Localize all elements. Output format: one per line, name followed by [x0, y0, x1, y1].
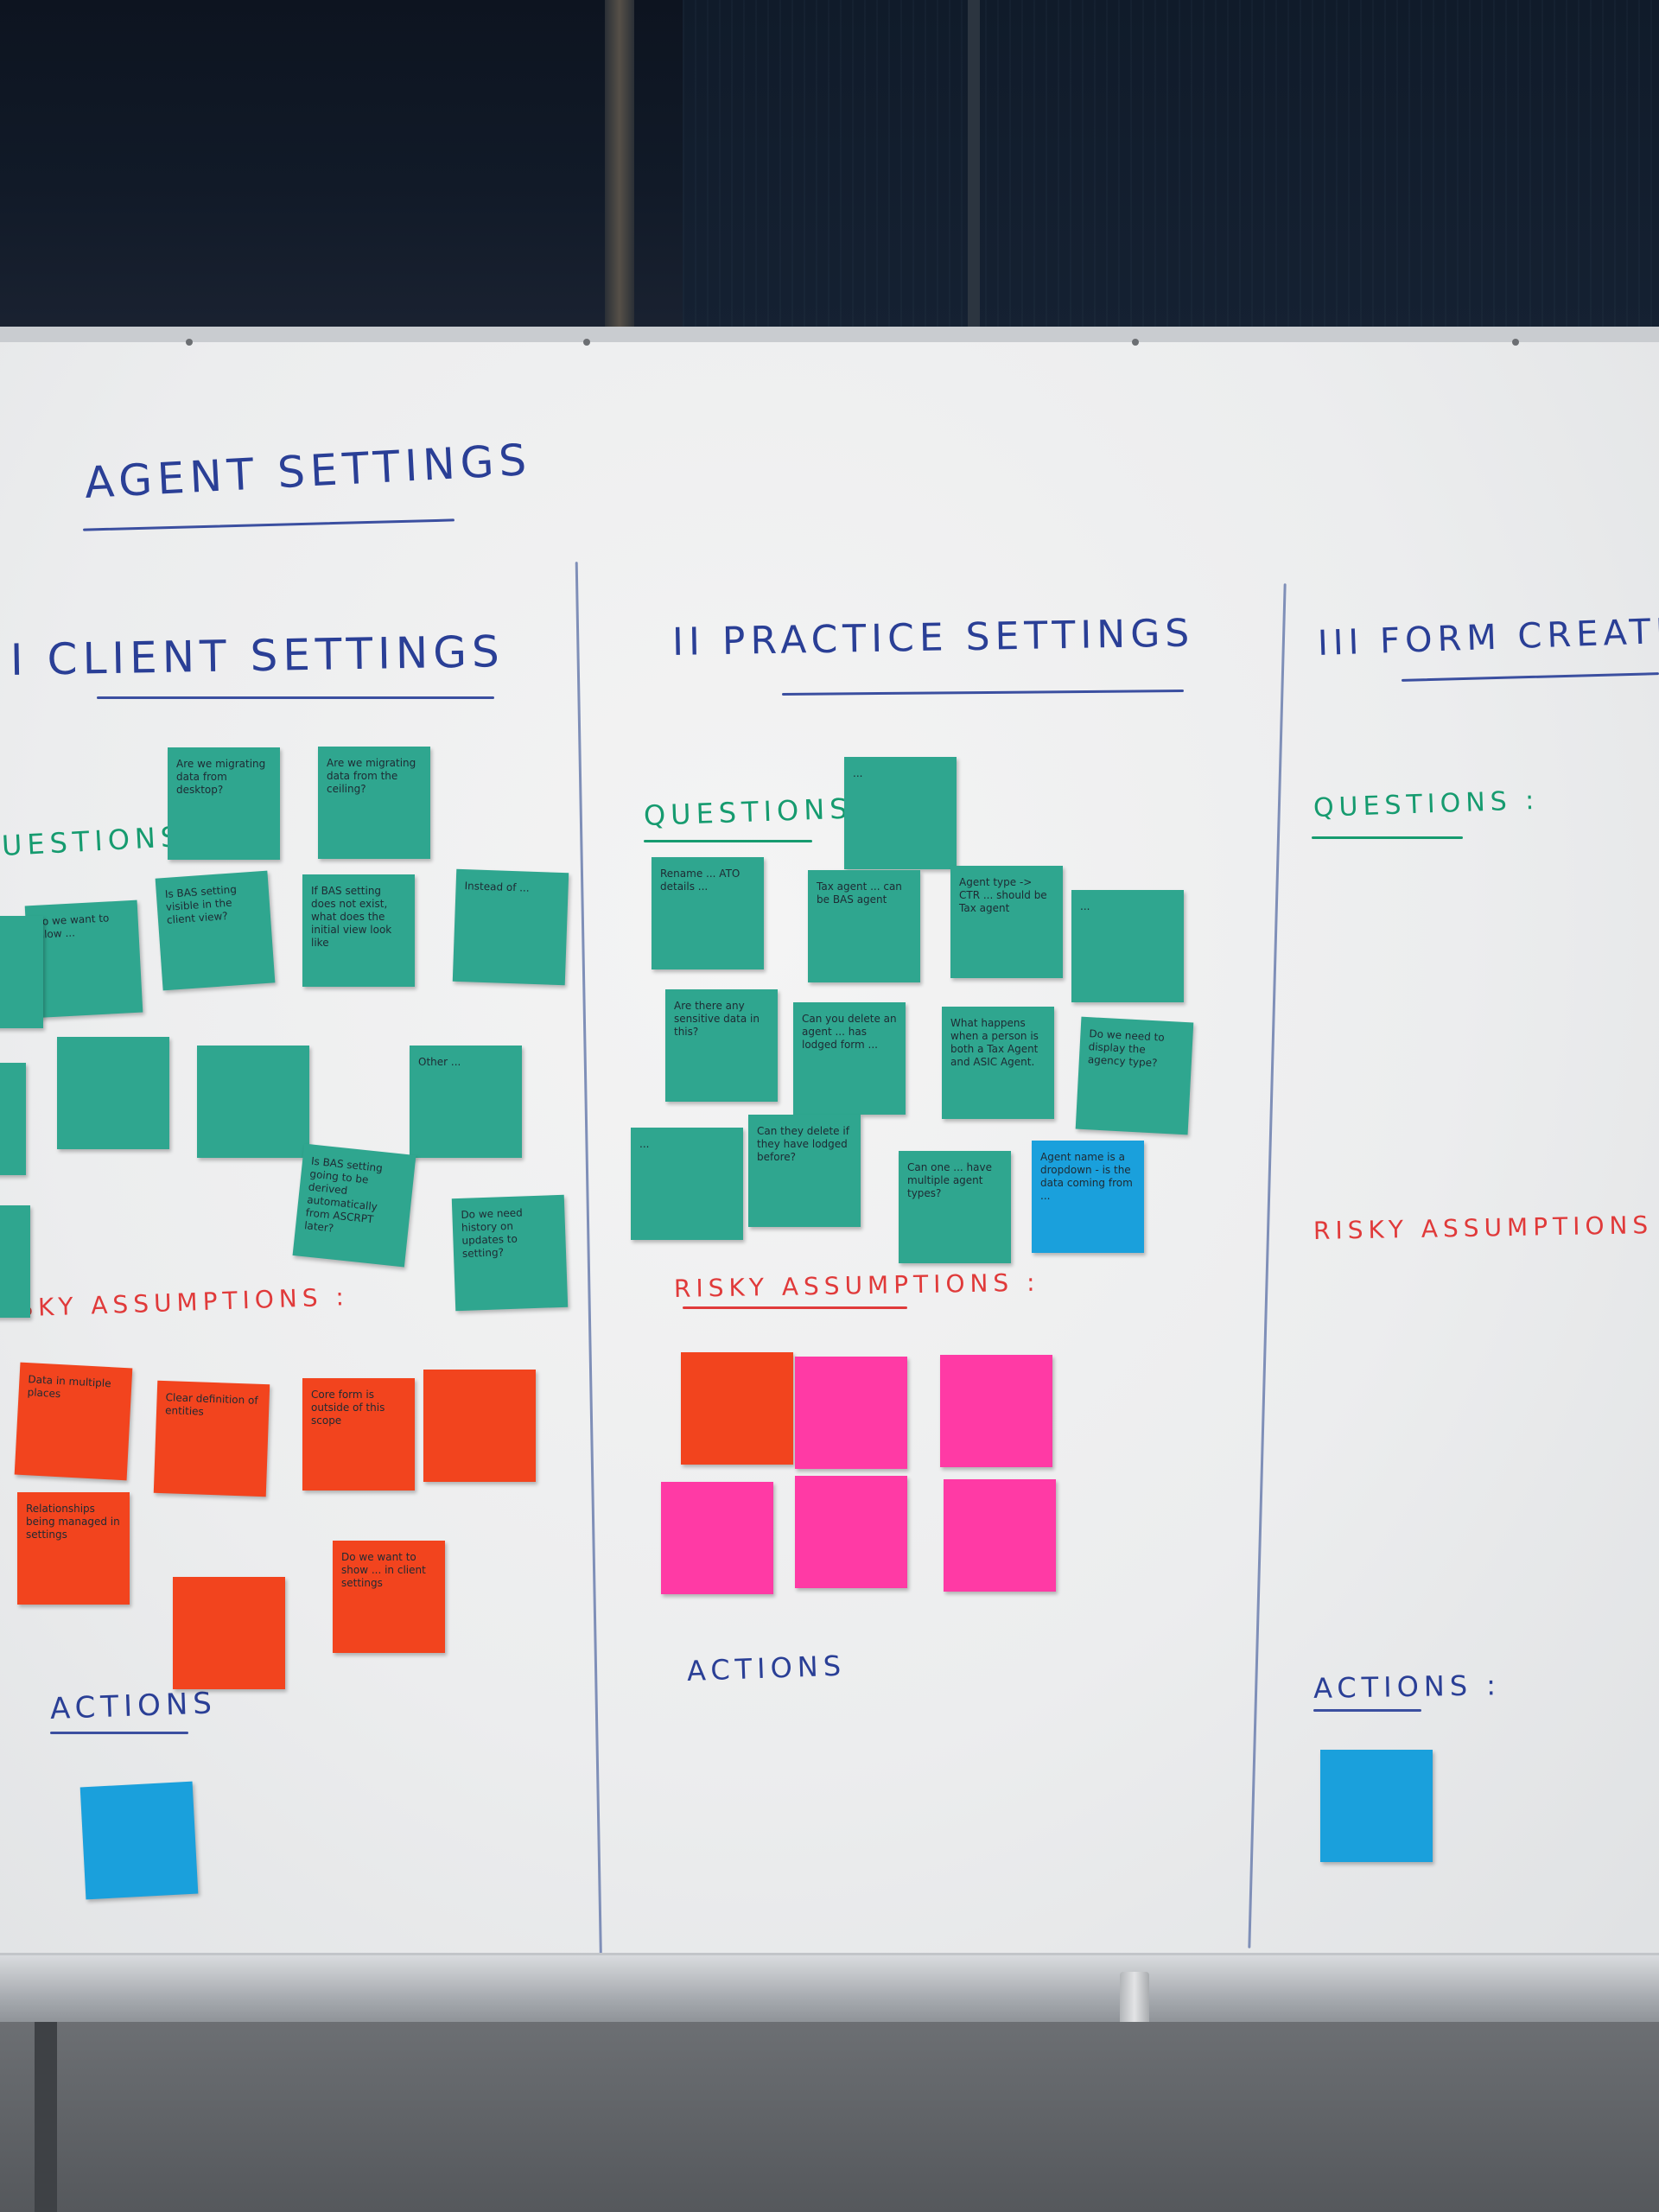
label-underline: [683, 1306, 907, 1309]
sticky-note: [944, 1479, 1056, 1592]
sticky-note: Instead of ...: [452, 868, 569, 986]
sticky-note: Is BAS setting going to be derived autom…: [292, 1143, 416, 1268]
stand-leg: [35, 2022, 57, 2212]
screw-icon: [186, 339, 193, 346]
sticky-note: [57, 1037, 169, 1149]
sticky-note: [795, 1357, 907, 1469]
sticky-note: Core form is outside of this scope: [302, 1378, 415, 1491]
sticky-note: ...: [844, 757, 957, 869]
form-risky-label: RISKY ASSUMPTIONS :: [1313, 1210, 1659, 1245]
sticky-note: Agent name is a dropdown - is the data c…: [1032, 1141, 1144, 1253]
sticky-note: Can they delete if they have lodged befo…: [748, 1115, 861, 1227]
label-underline: [1312, 836, 1463, 839]
sticky-note: Are there any sensitive data in this?: [665, 989, 778, 1102]
heading-underline: [97, 696, 494, 699]
sticky-note: Rename ... ATO details ...: [652, 857, 764, 969]
sticky-note: [795, 1476, 907, 1588]
sticky-note: [1320, 1750, 1433, 1862]
column-heading-practice: II PRACTICE SETTINGS: [671, 611, 1195, 664]
sticky-note: Do we want to show ... in client setting…: [333, 1541, 445, 1653]
sticky-note: Can one ... have multiple agent types?: [899, 1151, 1011, 1263]
label-underline: [1313, 1709, 1421, 1712]
sticky-note: [423, 1370, 536, 1482]
form-actions-label: ACTIONS :: [1313, 1669, 1502, 1705]
sticky-note: [79, 1781, 199, 1900]
sticky-note: [0, 1063, 26, 1175]
sticky-note: [0, 1205, 30, 1318]
label-underline: [50, 1732, 188, 1734]
window-blind: [683, 0, 1659, 337]
sticky-note: ...: [631, 1128, 743, 1240]
sticky-note: [681, 1352, 793, 1465]
sticky-note: [173, 1577, 285, 1689]
sticky-note: Are we migrating data from desktop?: [168, 747, 280, 860]
sticky-note: Is BAS setting visible in the client vie…: [155, 870, 276, 991]
sticky-note: Other ...: [410, 1046, 522, 1158]
sticky-note: Agent type -> CTR ... should be Tax agen…: [950, 866, 1063, 978]
sticky-note: ...: [1071, 890, 1184, 1002]
sticky-note: Do we need to display the agency type?: [1075, 1016, 1194, 1135]
window-frame: [605, 0, 634, 337]
screw-icon: [1512, 339, 1519, 346]
sticky-note: If BAS setting does not exist, what does…: [302, 874, 415, 987]
sticky-note: Relationships being managed in settings: [17, 1492, 130, 1605]
sticky-note: [661, 1482, 773, 1594]
window-frame-divider: [968, 0, 980, 337]
screw-icon: [583, 339, 590, 346]
sticky-note: Tax agent ... can be BAS agent: [808, 870, 920, 982]
sticky-note: Do we need history on updates to setting…: [451, 1194, 569, 1312]
sticky-note: [197, 1046, 309, 1158]
client-actions-label: ACTIONS: [49, 1686, 218, 1726]
sticky-note: Clear definition of entities: [153, 1380, 270, 1497]
column-heading-client: I CLIENT SETTINGS: [10, 626, 505, 685]
floor: [0, 2022, 1659, 2212]
practice-actions-label: ACTIONS: [686, 1649, 847, 1688]
sticky-note: What happens when a person is both a Tax…: [942, 1007, 1054, 1119]
sticky-note: Can you delete an agent ... has lodged f…: [793, 1002, 906, 1115]
sticky-note: [0, 916, 43, 1028]
sticky-note: [940, 1355, 1052, 1467]
whiteboard-tray: [0, 1953, 1659, 2024]
label-underline: [644, 840, 812, 842]
sticky-note: Are we migrating data from the ceiling?: [318, 747, 430, 859]
screw-icon: [1132, 339, 1139, 346]
sticky-note: Data in multiple places: [14, 1362, 133, 1481]
